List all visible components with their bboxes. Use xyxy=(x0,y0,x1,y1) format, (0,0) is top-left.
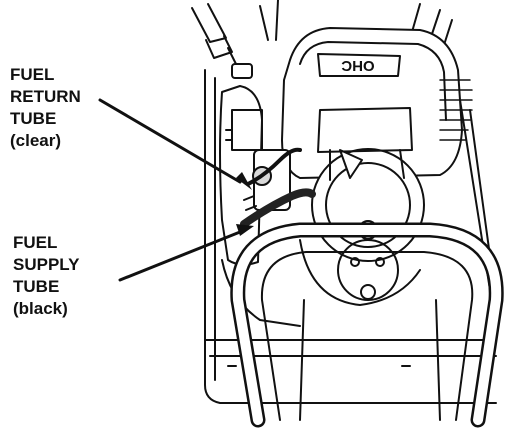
label-line: (black) xyxy=(13,299,68,318)
supply-tube-arrowhead xyxy=(236,224,254,236)
fuel-supply-tube xyxy=(240,188,316,228)
callout-arrows xyxy=(98,98,254,282)
label-line: TUBE xyxy=(13,277,60,296)
label-line: RETURN xyxy=(10,87,81,106)
return-tube-leader xyxy=(98,98,242,184)
fuel-supply-tube-label: FUEL SUPPLY TUBE (black) xyxy=(13,232,79,320)
front-guard-handle xyxy=(230,222,504,428)
carburetor-area xyxy=(240,147,316,228)
return-tube-arrowhead xyxy=(236,172,252,190)
label-line: (clear) xyxy=(10,131,62,150)
fuel-return-tube-label: FUEL RETURN TUBE (clear) xyxy=(10,64,81,152)
fuel-return-tube xyxy=(246,147,302,186)
ohc-badge-text: OHC xyxy=(341,57,375,74)
label-line: FUEL xyxy=(10,65,55,84)
supply-tube-leader xyxy=(118,230,242,282)
label-line: TUBE xyxy=(10,109,57,128)
label-line: SUPPLY xyxy=(13,255,80,274)
compactor-frame xyxy=(204,69,497,404)
label-line: FUEL xyxy=(13,233,58,252)
